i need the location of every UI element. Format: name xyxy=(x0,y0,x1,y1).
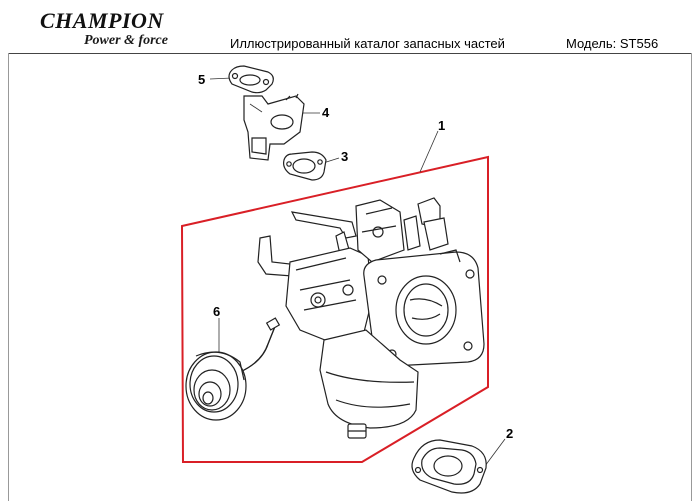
callout-6: 6 xyxy=(213,304,220,319)
callout-3: 3 xyxy=(341,149,348,164)
part-1-carburetor xyxy=(257,197,485,439)
part-4-insulator xyxy=(243,93,305,161)
callout-5: 5 xyxy=(198,72,205,87)
champion-logo: CHAMPION Power & force xyxy=(40,8,200,48)
assembly-outline xyxy=(180,155,489,463)
page-frame xyxy=(8,53,692,501)
callout-4: 4 xyxy=(322,105,330,120)
callout-1: 1 xyxy=(438,118,445,133)
header-divider xyxy=(8,53,692,54)
page-header: CHAMPION Power & force Иллюстрированный … xyxy=(0,0,700,56)
part-6-fuel-valve xyxy=(185,317,281,421)
part-5-gasket xyxy=(228,65,274,94)
brand-tagline: Power & force xyxy=(84,33,168,48)
model-label: Модель: ST556 xyxy=(566,36,659,51)
brand-name: CHAMPION xyxy=(40,8,164,33)
leader-1 xyxy=(419,130,439,173)
callout-2: 2 xyxy=(506,426,513,441)
part-3-gasket xyxy=(283,151,327,181)
part-2-gasket xyxy=(411,439,487,494)
leader-5 xyxy=(209,77,233,80)
catalog-title: Иллюстрированный каталог запасных частей xyxy=(230,36,505,51)
